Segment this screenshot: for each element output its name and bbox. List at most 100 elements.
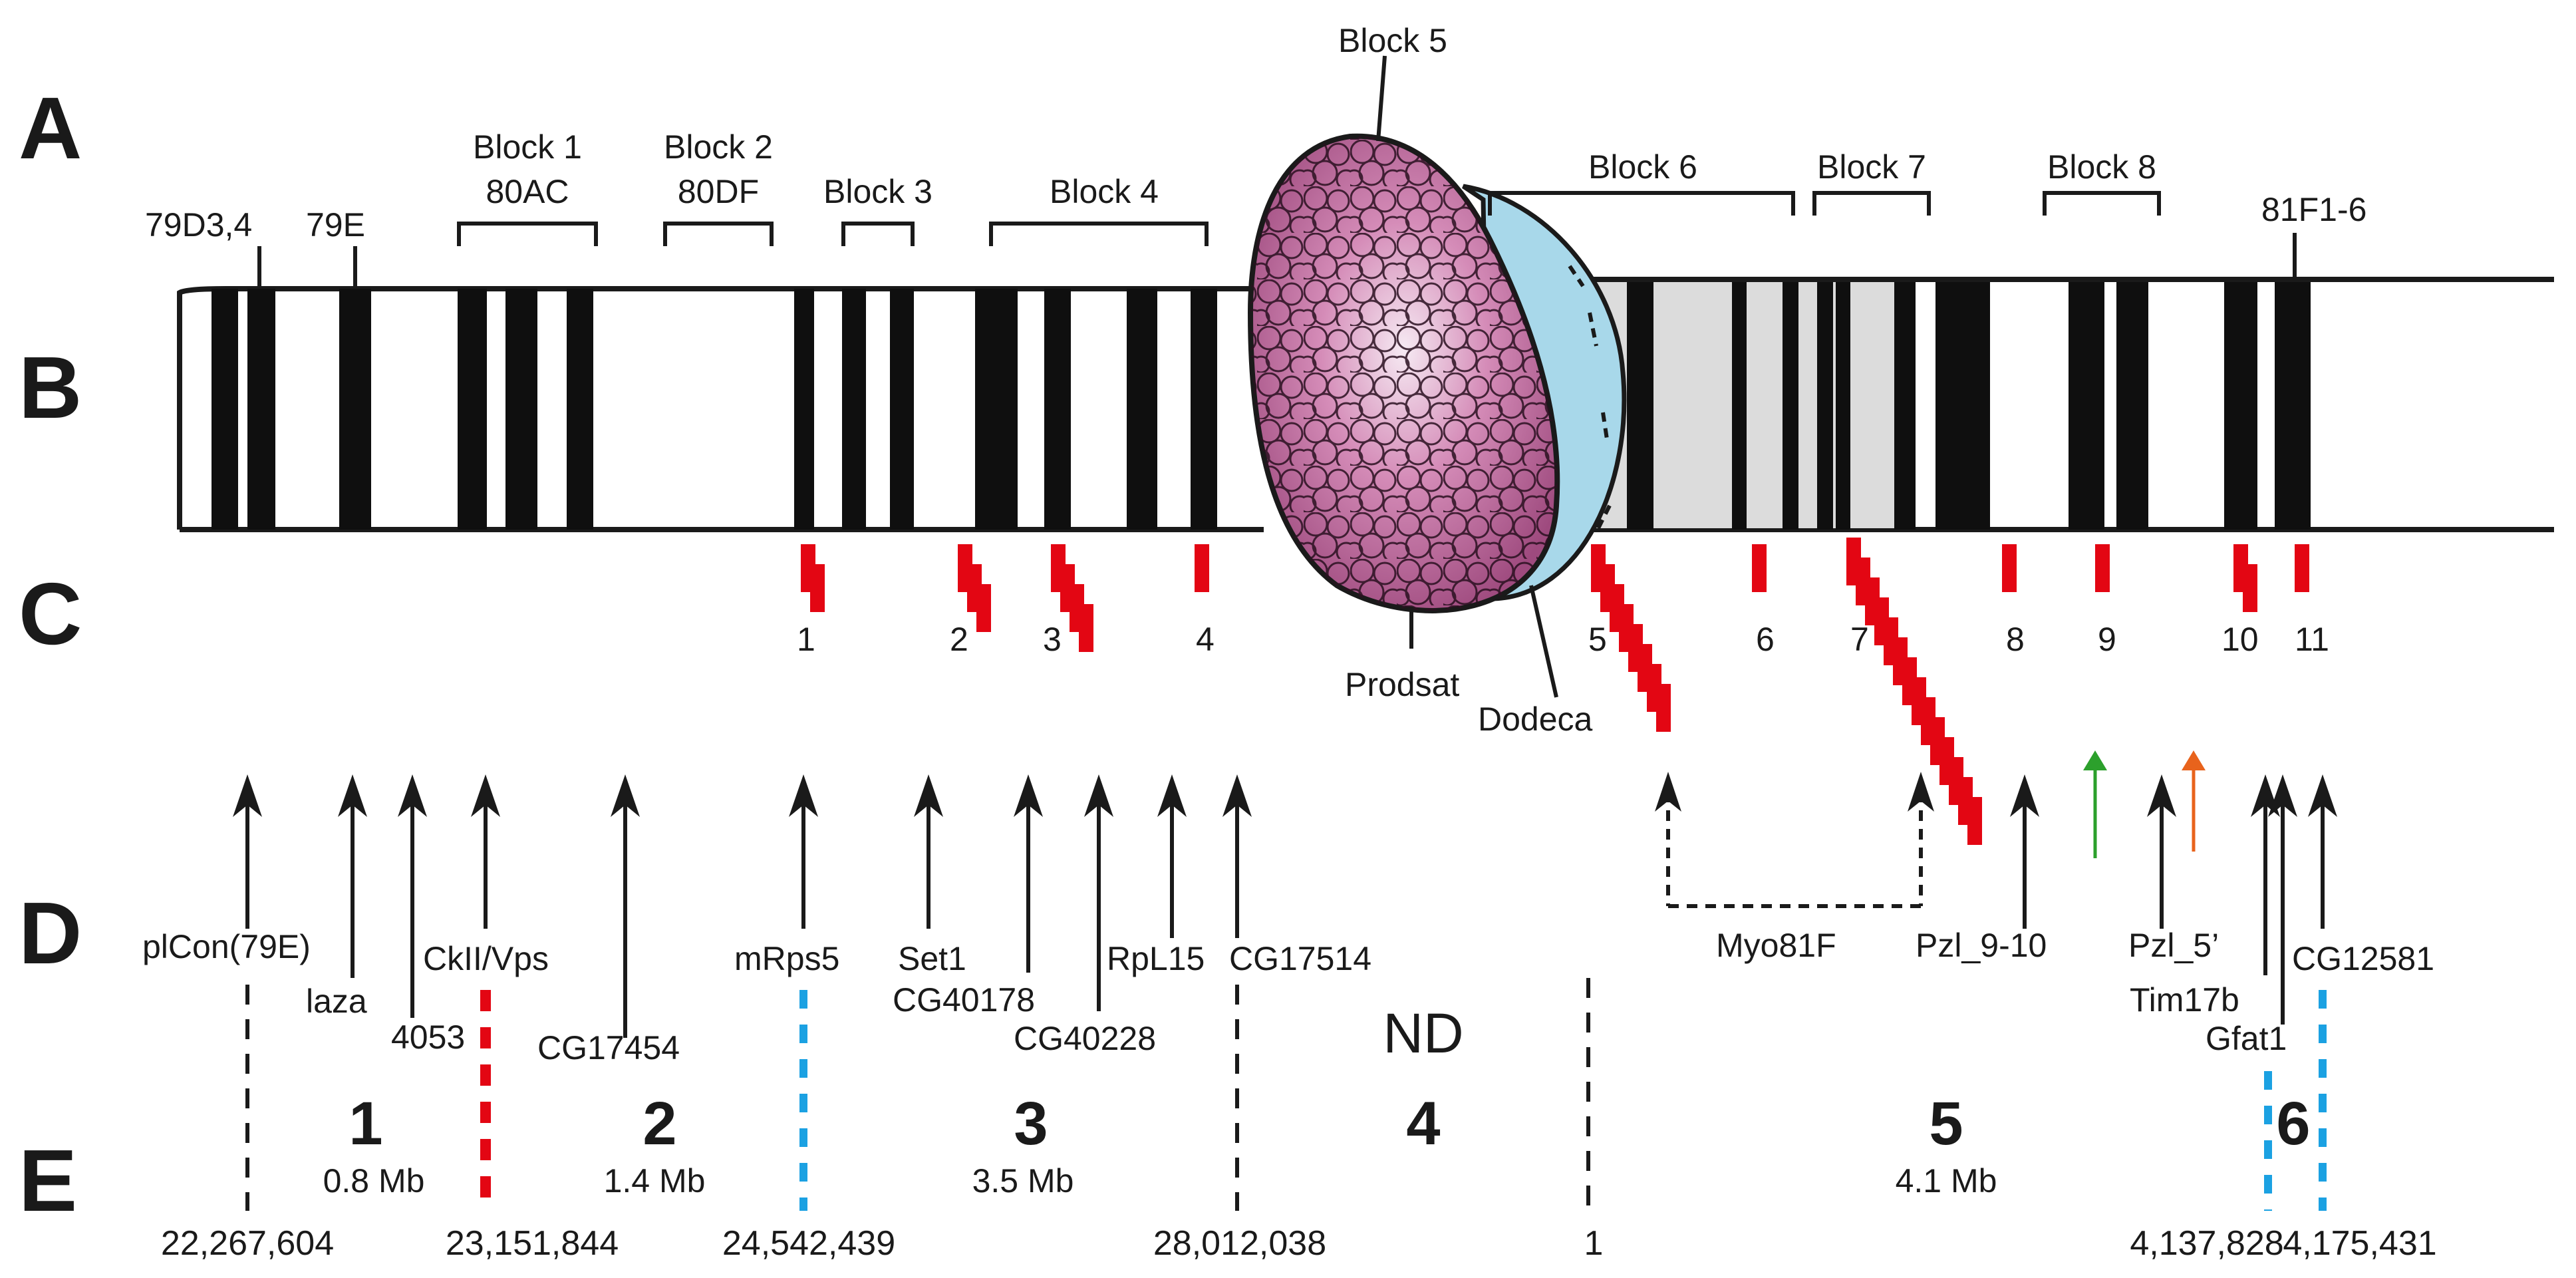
dodeca-label: Dodeca [1478, 701, 1593, 738]
chromosome-band [1906, 282, 1916, 530]
scaffold-size: 0.8 Mb [323, 1162, 425, 1199]
probe-label: 2 [950, 621, 968, 658]
block-label: Block 2 [664, 128, 773, 166]
scaffold-coordinate: 24,542,439 [722, 1224, 895, 1263]
scaffold-coordinate: 4,175,431 [2283, 1224, 2436, 1263]
scaffold-size: 4.1 Mb [1896, 1162, 1997, 1199]
probe-mark [810, 564, 825, 612]
highlight-arrow-head [2083, 750, 2107, 770]
gene-label-pzl910: Pzl_9-10 [1916, 927, 2047, 964]
scaffold-number: 5 [1929, 1090, 1963, 1158]
gene-label-laza: laza [306, 983, 367, 1020]
probe-mark [976, 584, 991, 632]
gene-arrow-head [789, 774, 818, 817]
chromosome-band [2069, 282, 2104, 530]
chromosome-band [2224, 282, 2257, 530]
chromosome-band [505, 289, 537, 530]
block-bracket [663, 222, 774, 246]
probe-label: 9 [2098, 621, 2116, 658]
scaffold-number: 4 [1406, 1090, 1440, 1158]
gene-arrow-head [471, 774, 500, 817]
gene-arrow-head [398, 774, 427, 817]
chromosome-band [1817, 282, 1833, 530]
block-5-label: Block 5 [1338, 22, 1447, 59]
gene-arrow-head [914, 774, 943, 817]
block-label: Block 6 [1588, 148, 1697, 186]
chromosome-band [1894, 282, 1908, 530]
highlight-arrow-head [2182, 750, 2206, 770]
block-bracket [1812, 191, 1931, 216]
gene-arrow-head [2010, 774, 2039, 817]
gene-label-set1: Set1 [898, 940, 966, 977]
probe-label: 6 [1756, 621, 1775, 658]
gene-arrow-head [2308, 774, 2337, 817]
gene-myo81f: Myo81F [1716, 927, 1836, 964]
block-bracket [457, 222, 598, 246]
row-letter-a: A [19, 79, 82, 177]
scaffold-number: 2 [643, 1090, 676, 1158]
chromosome-band [1127, 289, 1157, 530]
block-label: Block 3 [823, 173, 932, 210]
gene-arrow-head [1157, 774, 1187, 817]
gene-arrow-head [233, 774, 262, 817]
chromosome-band [247, 289, 275, 530]
scaffold-coordinate: 22,267,604 [161, 1224, 334, 1263]
probe-label: 11 [2295, 621, 2329, 658]
chromosome-band [890, 289, 914, 530]
gene-label-tim17b: Tim17b [2130, 981, 2239, 1019]
row-letter-e: E [19, 1132, 77, 1229]
scaffold-number: 6 [2276, 1090, 2310, 1158]
chromosome-band [1836, 282, 1850, 530]
scaffold-coordinate: 1 [1584, 1224, 1604, 1263]
chromosome-band [794, 289, 814, 530]
chromosome-band [1783, 282, 1798, 530]
band-81f-label: 81F1-6 [2261, 191, 2366, 228]
gene-label-g4053: 4053 [391, 1019, 465, 1056]
probe-mark [1656, 684, 1671, 732]
gene-arrow-head [1014, 774, 1043, 817]
scaffold-size: 1.4 Mb [604, 1162, 706, 1199]
probe-mark [2002, 544, 2017, 592]
probe-mark [1967, 797, 1982, 845]
probe-label: 3 [1043, 621, 1062, 658]
bands-left [212, 289, 1217, 530]
chromosome-band [1627, 282, 1653, 530]
chromosome-band [212, 289, 238, 530]
gene-label-cg17514: CG17514 [1229, 940, 1371, 977]
gene-label-ckii: CkII/Vps [423, 940, 549, 977]
gene-label-pzl5: Pzl_5’ [2128, 927, 2219, 964]
gene-arrow-head [2147, 774, 2176, 817]
block-sublabel: 80DF [678, 173, 759, 210]
band-79d-label: 79D3,4 [145, 206, 252, 243]
chromosome-band [2116, 282, 2148, 530]
gene-label-cg40228: CG40228 [1014, 1020, 1156, 1057]
probe-label: 1 [797, 621, 815, 658]
block-label: Block 1 [473, 128, 582, 166]
row-letter-d: D [19, 884, 82, 982]
satellite-block-5: Block 5 Prodsat Dodeca [1247, 22, 1627, 738]
gene-label-cg12581: CG12581 [2292, 940, 2434, 977]
scaffold-size: 3.5 Mb [972, 1162, 1074, 1199]
bands-right [1627, 282, 2311, 530]
probe-mark [1195, 544, 1209, 592]
gene-arrow-head [1222, 774, 1252, 817]
gene-label-mrps5: mRps5 [734, 940, 839, 977]
block-label: Block 8 [2047, 148, 2156, 186]
probe-label: 10 [2221, 621, 2259, 658]
chromosome-band [842, 289, 866, 530]
row-letter-b: B [19, 339, 82, 436]
row-letter-c: C [19, 565, 82, 663]
probe-mark [2243, 564, 2257, 612]
block-label: Block 4 [1050, 173, 1159, 210]
probe-mark [1079, 604, 1093, 652]
band-79e-label: 79E [306, 206, 365, 243]
scaffold-number: 1 [349, 1090, 382, 1158]
gene-arrow-head [2268, 774, 2297, 817]
chromosome-band [975, 289, 1018, 530]
scaffold-coordinate: 23,151,844 [446, 1224, 619, 1263]
gene-label-cg17454: CG17454 [537, 1029, 680, 1066]
probe-label: 4 [1196, 621, 1215, 658]
